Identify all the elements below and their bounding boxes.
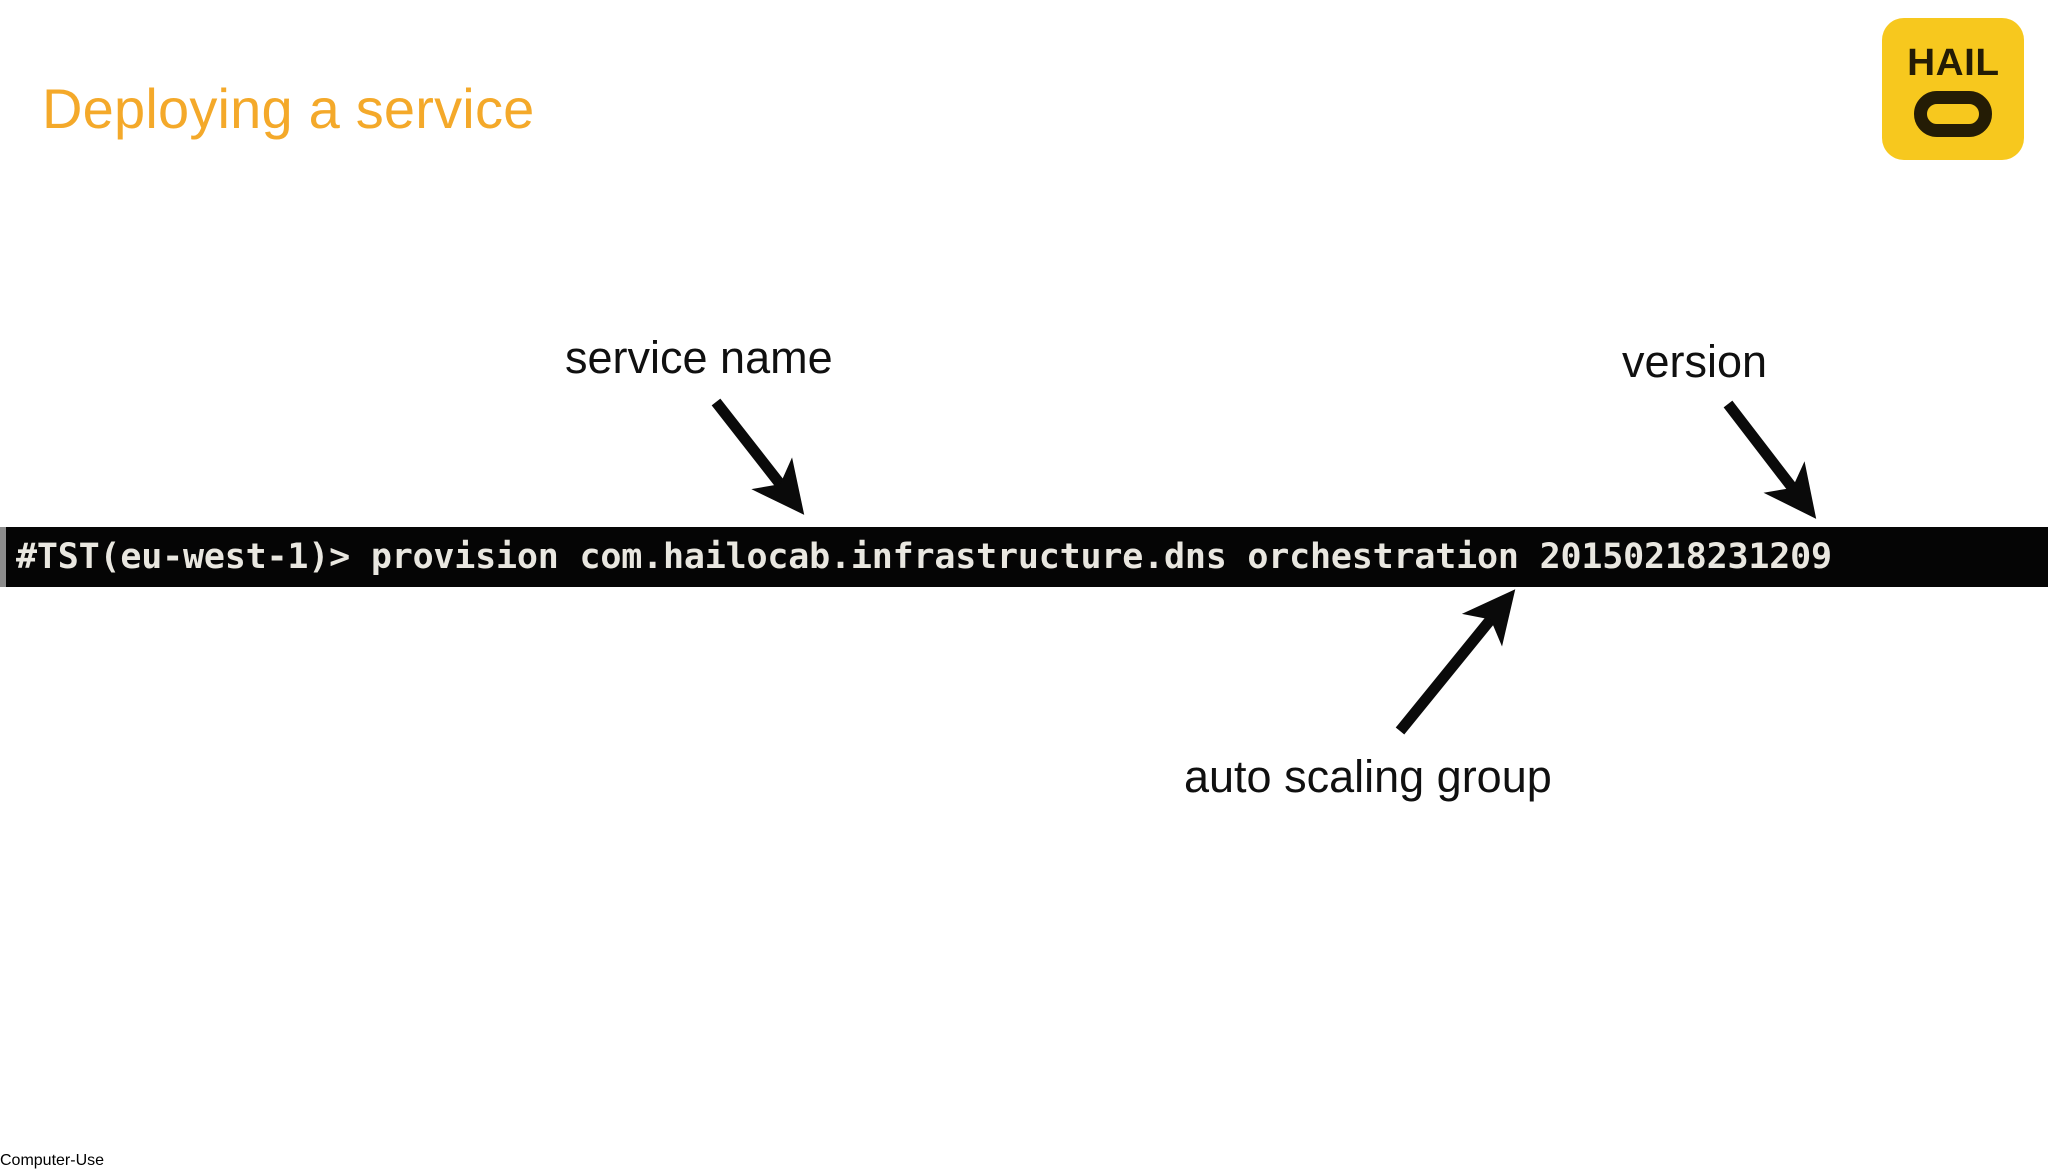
terminal-bar[interactable]: #TST(eu-west-1)> provision com.hailocab.… — [0, 527, 2048, 587]
annotation-label-service-name: service name — [565, 332, 833, 383]
terminal-command-line: #TST(eu-west-1)> provision com.hailocab.… — [16, 536, 1832, 577]
arrow-version — [1723, 400, 1817, 519]
hail-logo: HAIL — [1882, 18, 2024, 160]
page-title: Deploying a service — [42, 77, 535, 140]
hail-wordmark-text: HAIL — [1906, 41, 2000, 84]
arrow-service-name — [711, 398, 805, 515]
annotation-label-auto-scaling-group: auto scaling group — [1184, 751, 1552, 802]
hail-oval-icon — [1914, 90, 1992, 137]
annotation-label-version: version — [1622, 336, 1768, 387]
arrow-auto-scaling-group — [1395, 589, 1516, 735]
